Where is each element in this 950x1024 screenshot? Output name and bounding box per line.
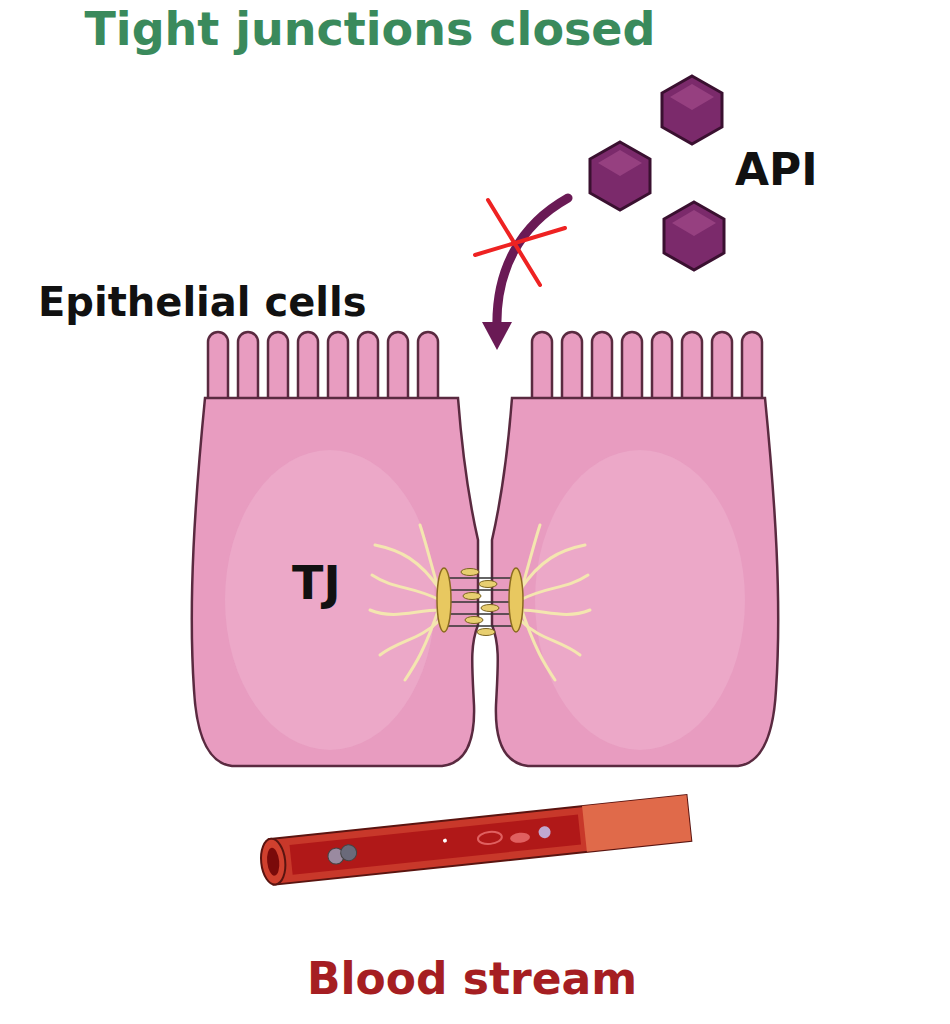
strand <box>448 625 512 627</box>
vessel-opening <box>259 838 288 886</box>
api-hexagon <box>590 142 650 210</box>
strand <box>448 601 512 603</box>
fiber <box>520 575 588 600</box>
api-shine <box>670 84 714 110</box>
api-hexagon <box>664 202 724 270</box>
right-cell <box>492 332 778 766</box>
strand <box>448 613 512 615</box>
arrow-head <box>482 322 512 350</box>
api-shine <box>598 150 642 176</box>
blood-cell <box>477 831 502 845</box>
fiber <box>405 605 440 680</box>
blood-cell <box>443 838 447 842</box>
protein <box>481 605 499 612</box>
api-shine <box>672 210 716 236</box>
protein <box>463 593 481 600</box>
junction-proteins <box>461 569 499 636</box>
fiber <box>520 525 540 595</box>
strand <box>448 589 512 591</box>
fiber <box>372 575 440 600</box>
vessel-wall <box>269 795 692 885</box>
molecule-label: API <box>735 146 818 194</box>
blood-cell <box>510 832 531 844</box>
vessel-outer <box>582 795 691 852</box>
protein <box>479 581 497 588</box>
fiber <box>520 605 555 680</box>
plaque <box>509 568 523 632</box>
protein <box>461 569 479 576</box>
blocked-arrow <box>497 198 568 330</box>
vessel-opening <box>266 847 281 876</box>
protein <box>477 629 495 636</box>
junction-plaques <box>437 568 523 632</box>
cytoskeleton-fibers <box>370 525 590 680</box>
api-highlights <box>598 84 716 236</box>
cross-stroke <box>475 228 565 255</box>
fiber <box>420 525 440 595</box>
junction-strands <box>448 578 512 626</box>
blood-cell <box>538 826 551 839</box>
protein <box>465 617 483 624</box>
fiber <box>370 610 440 614</box>
vessel-lumen <box>290 815 582 875</box>
left-cell <box>192 332 478 766</box>
plaque <box>437 568 451 632</box>
block-cross <box>475 200 565 285</box>
fiber <box>520 620 580 655</box>
blood-vessel <box>259 795 691 886</box>
blood-cell <box>340 844 358 862</box>
api-hexagon <box>662 76 722 144</box>
junction-label: TJ <box>292 558 341 609</box>
cell-label: Epithelial cells <box>38 280 367 324</box>
api-molecules <box>590 76 724 270</box>
fiber <box>380 620 440 655</box>
fiber <box>520 610 590 614</box>
diagram-title: Tight junctions closed <box>84 4 655 55</box>
vessel-label: Blood stream <box>307 955 637 1003</box>
strand <box>448 577 512 579</box>
